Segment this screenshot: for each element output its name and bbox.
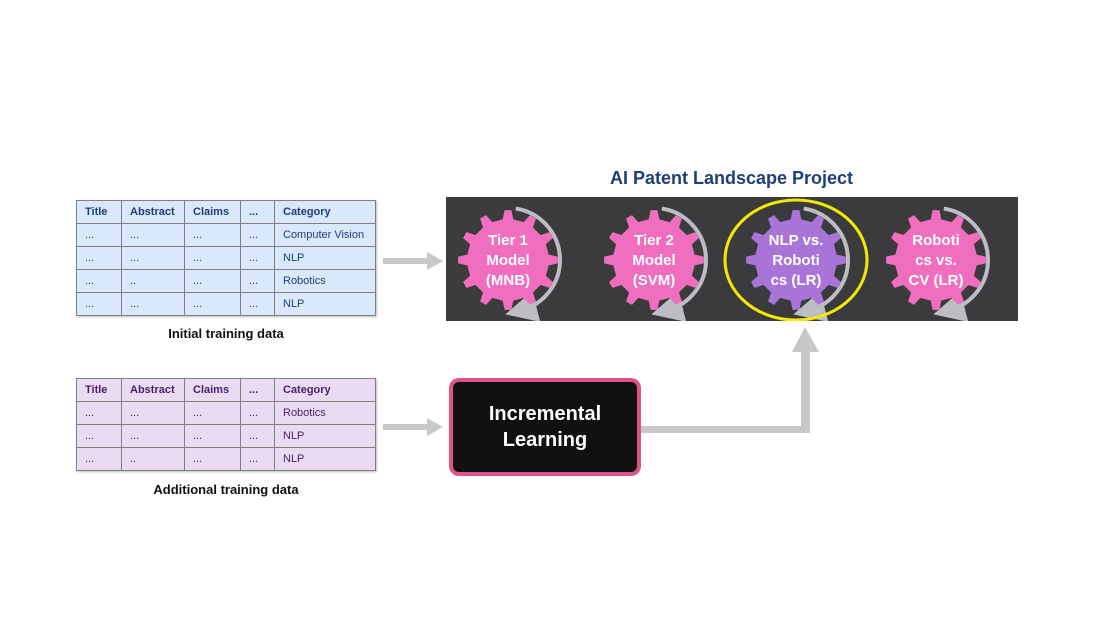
category-cell: NLP	[274, 292, 376, 316]
table-row: ... ... ... ... NLP	[76, 246, 376, 270]
rotation-arrow	[933, 206, 990, 321]
table-row: ... ... ... ... Computer Vision	[76, 223, 376, 247]
table-row: ... .. ... ... NLP	[76, 447, 376, 471]
table-row: ... ... ... ... Robotics	[76, 401, 376, 425]
table-cell: ...	[184, 424, 241, 448]
model-label-tier2: Tier 2 Model (SVM)	[614, 231, 694, 291]
table-cell: ...	[184, 447, 241, 471]
gear-robotics-vs-cv	[886, 210, 986, 310]
additional-training-table: Title Abstract Claims ... Category ... .…	[76, 378, 376, 471]
category-cell: Computer Vision	[274, 223, 376, 247]
table-cell: ...	[121, 223, 185, 247]
table-row: ... .. ... ... Robotics	[76, 269, 376, 293]
incremental-label-line: Learning	[502, 429, 588, 451]
gear-tier2	[604, 210, 704, 310]
category-cell: NLP	[274, 246, 376, 270]
model-label-line: Tier 2	[634, 232, 674, 249]
initial-training-table: Title Abstract Claims ... Category ... .…	[76, 200, 376, 316]
table-cell: ...	[184, 223, 241, 247]
model-label-line: (MNB)	[485, 272, 531, 289]
table-cell: ...	[76, 246, 122, 270]
table-cell: ...	[240, 447, 275, 471]
additional-data-caption: Additional training data	[153, 482, 299, 497]
model-label-robotics-vs-cv: Roboti cs vs. CV (LR)	[896, 231, 976, 291]
table-cell: ...	[184, 269, 241, 293]
model-label-line: CV (LR)	[908, 272, 964, 289]
column-header: Title	[76, 200, 122, 224]
incremental-learning-box: Incremental Learning	[449, 378, 641, 476]
category-cell: NLP	[274, 447, 376, 471]
gear-graphics	[458, 198, 990, 321]
model-label-line: Model	[486, 252, 530, 269]
table-row: ... ... ... ... NLP	[76, 292, 376, 316]
model-label-line: cs vs.	[915, 252, 957, 269]
column-header: Title	[76, 378, 122, 402]
table-cell: ...	[184, 246, 241, 270]
model-label-line: Roboti	[772, 252, 820, 269]
table-cell: ...	[240, 424, 275, 448]
table-cell: ...	[76, 424, 122, 448]
initial-data-caption: Initial training data	[168, 326, 284, 341]
model-label-line: Tier 1	[488, 232, 528, 249]
model-label-line: Model	[632, 252, 676, 269]
gear-tier1	[458, 210, 558, 310]
table-cell: ...	[121, 424, 185, 448]
model-label-line: NLP vs.	[768, 232, 824, 249]
table-cell: ...	[240, 292, 275, 316]
model-label-tier1: Tier 1 Model (MNB)	[468, 231, 548, 291]
arrow-head-initial	[427, 252, 443, 270]
rotation-arrow	[651, 206, 708, 321]
table-header-row: Title Abstract Claims ... Category	[76, 200, 376, 224]
table-cell: ...	[184, 292, 241, 316]
arrow-head-additional	[427, 418, 443, 436]
model-label-line: cs (LR)	[770, 272, 822, 289]
incremental-label-line: Incremental	[488, 403, 602, 425]
column-header: Abstract	[121, 200, 185, 224]
model-label-nlp-vs-robotics: NLP vs. Roboti cs (LR)	[756, 231, 836, 291]
table-cell: ...	[76, 292, 122, 316]
model-panel: Tier 1 Model (MNB) Tier 2 Model (SVM) NL…	[446, 197, 1018, 321]
rotation-arrow	[505, 206, 562, 321]
category-cell: NLP	[274, 424, 376, 448]
table-cell: ..	[121, 447, 185, 471]
model-label-line: (SVM)	[632, 272, 676, 289]
arrow-incremental-horizontal	[640, 426, 810, 433]
table-cell: ...	[240, 401, 275, 425]
arrow-head-incremental	[792, 327, 819, 352]
gear-nlp-vs-robotics	[746, 210, 846, 310]
arrow-initial-to-models	[383, 258, 429, 264]
highlight-ring	[723, 198, 869, 321]
project-title: AI Patent Landscape Project	[609, 168, 854, 188]
arrow-additional-to-incremental	[383, 424, 429, 430]
column-header: Claims	[184, 200, 241, 224]
rotation-arrow	[793, 206, 850, 321]
arrow-incremental-vertical	[801, 350, 810, 433]
table-row: ... ... ... ... NLP	[76, 424, 376, 448]
model-label-line: Roboti	[912, 232, 960, 249]
